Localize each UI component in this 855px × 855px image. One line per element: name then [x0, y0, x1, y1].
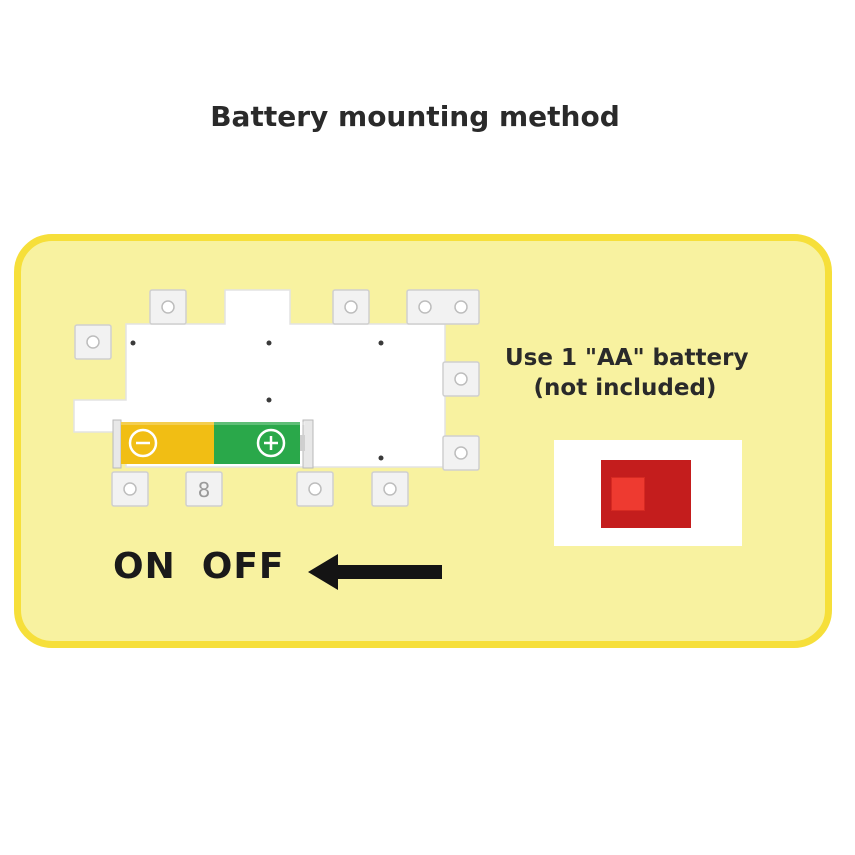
battery-negative-end	[121, 422, 215, 464]
board-tabs	[74, 289, 480, 507]
switch-body	[601, 460, 691, 528]
on-label: ON	[113, 546, 176, 587]
tab-bottom-2	[185, 471, 223, 507]
minus-icon	[128, 428, 158, 458]
power-switch	[554, 440, 742, 546]
switch-knob	[611, 477, 645, 511]
page-title: Battery mounting method	[210, 100, 620, 133]
plus-icon	[256, 428, 286, 458]
battery-note-line1: Use 1 "AA" battery	[505, 345, 749, 371]
battery-nub	[300, 435, 305, 451]
tab-holes	[86, 300, 468, 496]
aa-battery	[121, 422, 305, 464]
tab-top-3	[406, 289, 480, 325]
tab-digit: 8	[198, 478, 211, 502]
off-label: OFF	[201, 546, 285, 587]
battery-clip-left	[112, 419, 122, 469]
battery-note: Use 1 "AA" battery (not included)	[505, 343, 749, 403]
switch-labels: ON OFF	[113, 546, 285, 587]
arrow-left-icon	[308, 554, 442, 590]
battery-note-line2: (not included)	[533, 375, 717, 401]
board-dots	[130, 340, 384, 461]
